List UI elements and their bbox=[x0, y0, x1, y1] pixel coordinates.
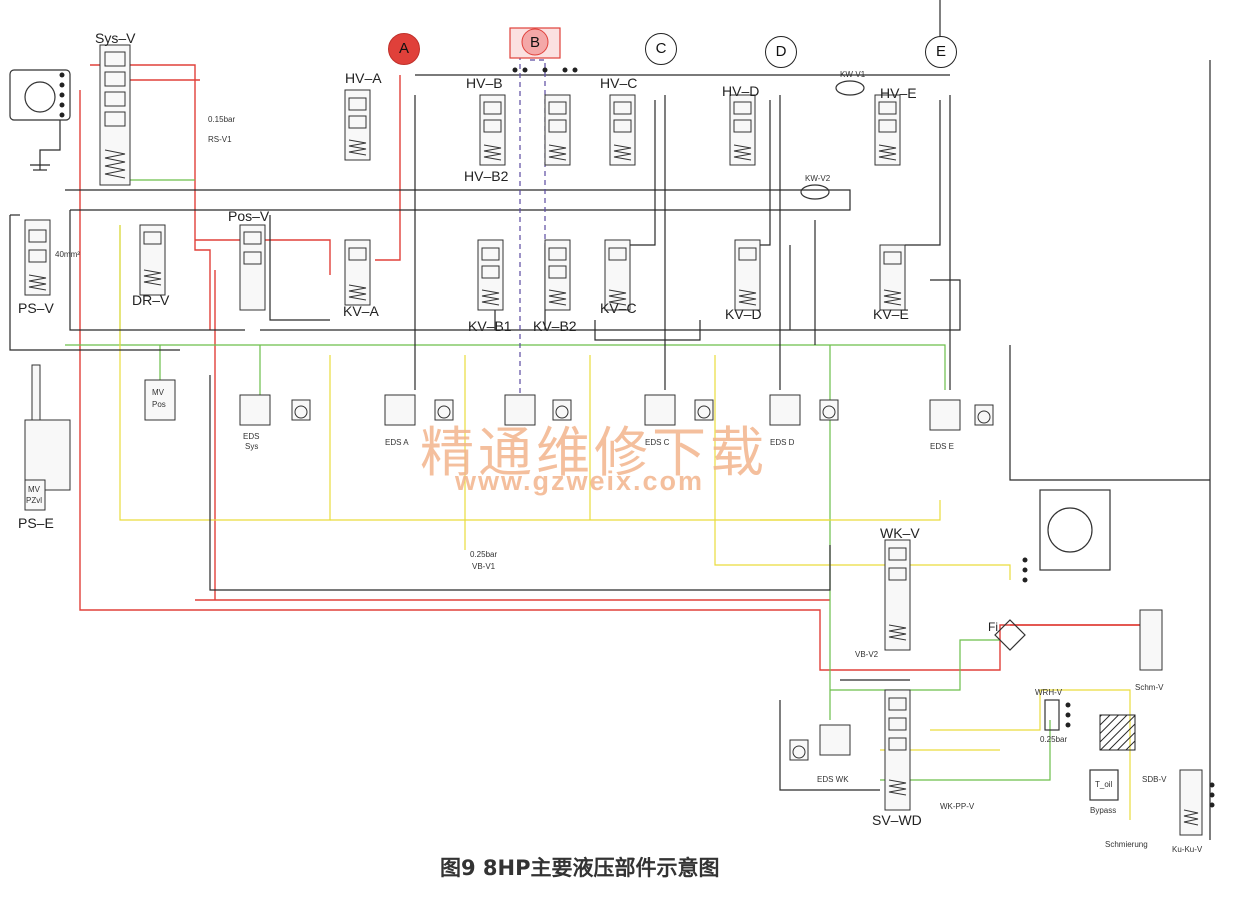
label-kv-a: KV–A bbox=[343, 303, 379, 319]
label-t-oil: T_oil bbox=[1095, 780, 1113, 789]
label-hv-a: HV–A bbox=[345, 70, 382, 86]
black-lines bbox=[9, 0, 1211, 840]
label-eds-sys-2: Sys bbox=[245, 442, 259, 451]
label-schm-v: Schm-V bbox=[1135, 683, 1164, 692]
eds-units bbox=[239, 394, 994, 761]
label-ku-ku-v: Ku-Ku-V bbox=[1172, 845, 1203, 854]
label-hv-b: HV–B bbox=[466, 75, 503, 91]
label-eds-a: EDS A bbox=[385, 438, 409, 447]
label-eds-sys-1: EDS bbox=[243, 432, 260, 441]
label-schmierung: Schmierung bbox=[1105, 840, 1148, 849]
dashed-lines bbox=[519, 55, 546, 395]
label-eds-d: EDS D bbox=[770, 438, 795, 447]
label-mv-pzv-1: MV bbox=[28, 485, 40, 494]
circle-c: C bbox=[645, 33, 677, 65]
circle-d: D bbox=[765, 36, 797, 68]
label-bar-025a: 0.25bar bbox=[470, 550, 498, 559]
label-bar-025b: 0.25bar bbox=[1040, 735, 1068, 744]
label-pos-v: Pos–V bbox=[228, 208, 270, 224]
label-hv-b2: HV–B2 bbox=[464, 168, 509, 184]
label-eds-e: EDS E bbox=[930, 442, 955, 451]
label-ps-e: PS–E bbox=[18, 515, 54, 531]
label-dr-v: DR–V bbox=[132, 292, 170, 308]
label-bypass: Bypass bbox=[1090, 806, 1117, 815]
label-kv-d: KV–D bbox=[725, 306, 762, 322]
label-rs-v1: RS-V1 bbox=[208, 135, 232, 144]
label-hv-e: HV–E bbox=[880, 85, 917, 101]
label-mv-pzv-2: PZvl bbox=[26, 496, 42, 505]
red-lines bbox=[79, 64, 1140, 671]
circle-a: A bbox=[388, 33, 420, 65]
port-dots bbox=[59, 67, 1215, 808]
label-mv-pos-1: MV bbox=[152, 388, 164, 397]
circle-b: B bbox=[529, 34, 540, 51]
circle-e: E bbox=[925, 36, 957, 68]
valve-bodies bbox=[24, 44, 1203, 836]
label-fi: Fi bbox=[988, 620, 998, 634]
label-vb-v2: VB-V2 bbox=[855, 650, 879, 659]
figure-caption: 图9 8HP主要液压部件示意图 bbox=[440, 856, 720, 880]
cooler-hatched bbox=[1099, 714, 1136, 751]
springs bbox=[28, 139, 1199, 826]
label-sys-v: Sys–V bbox=[95, 30, 136, 46]
watermark-chinese: 精通维修下载 bbox=[420, 421, 768, 484]
label-hv-d: HV–D bbox=[722, 83, 760, 99]
label-kv-b1: KV–B1 bbox=[468, 318, 512, 334]
b-source bbox=[521, 28, 549, 56]
label-kw-v2: KW-V2 bbox=[805, 174, 831, 183]
label-wrh-v: WRH-V bbox=[1035, 688, 1063, 697]
label-wk-v: WK–V bbox=[880, 525, 920, 541]
label-sdb-v: SDB-V bbox=[1142, 775, 1167, 784]
label-mv-pos-2: Pos bbox=[152, 400, 166, 409]
label-kv-b2: KV–B2 bbox=[533, 318, 577, 334]
label-wk-pp-v: WK-PP-V bbox=[940, 802, 975, 811]
label-kw-v1: KW-V1 bbox=[840, 70, 866, 79]
label-eds-c: EDS C bbox=[645, 438, 670, 447]
label-bar-015: 0.15bar bbox=[208, 115, 236, 124]
label-vb-v1: VB-V1 bbox=[472, 562, 496, 571]
label-ps-v: PS–V bbox=[18, 300, 54, 316]
label-sv-wd: SV–WD bbox=[872, 812, 922, 828]
label-kv-c: KV–C bbox=[600, 300, 637, 316]
label-kv-e: KV–E bbox=[873, 306, 909, 322]
watermark-url: www.gzweix.com bbox=[455, 466, 705, 496]
label-hv-c: HV–C bbox=[600, 75, 638, 91]
label-ps-e-area: 40mm² bbox=[55, 250, 80, 259]
label-eds-wk: EDS WK bbox=[817, 775, 849, 784]
